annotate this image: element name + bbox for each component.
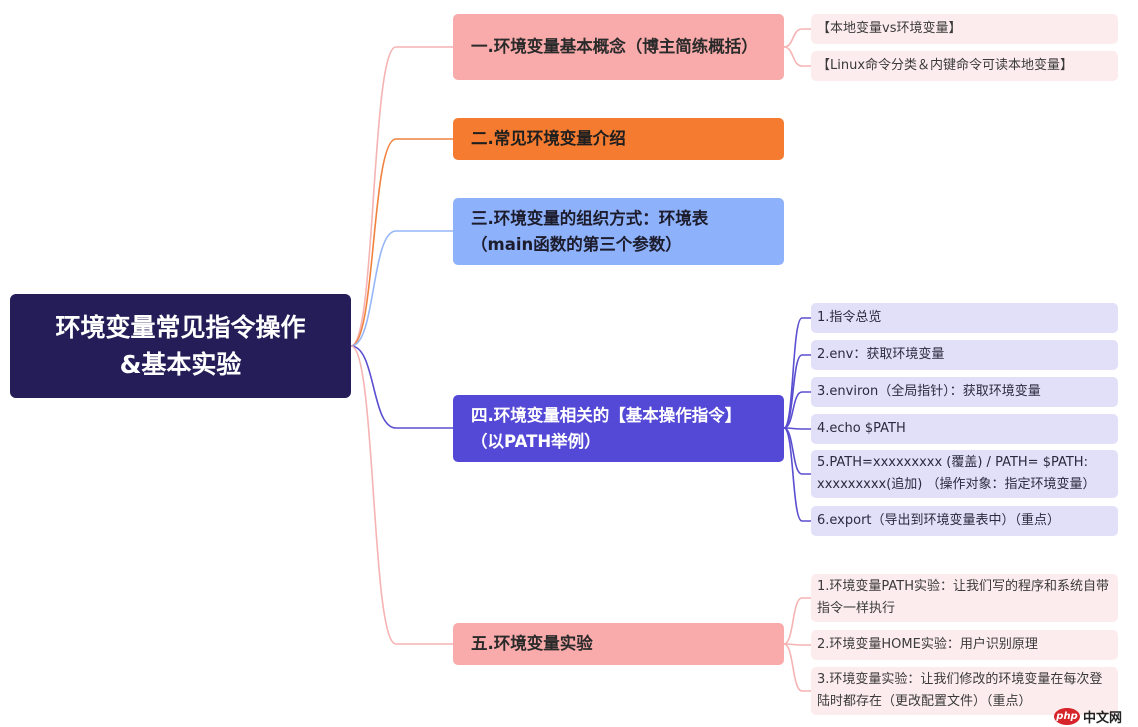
- branch-label: 五.环境变量实验: [471, 634, 593, 653]
- root-node[interactable]: 环境变量常见指令操作 &基本实验: [10, 294, 351, 398]
- leaf-label: 【Linux命令分类＆内键命令可读本地变量】: [817, 58, 1074, 73]
- branch-label: 一.环境变量基本概念（博主简练概括）: [471, 37, 758, 56]
- branch-leaf-connector: [783, 354, 811, 429]
- branch-leaf-connector: [783, 28, 811, 48]
- leaf-node[interactable]: 5.PATH=xxxxxxxxx (覆盖) / PATH= $PATH: xxx…: [811, 450, 1118, 498]
- leaf-node[interactable]: 2.环境变量HOME实验：用户识别原理: [811, 630, 1118, 660]
- watermark-text: 中文网: [1083, 711, 1123, 726]
- watermark: php 中文网: [1054, 707, 1122, 726]
- root-branch-connector: [350, 138, 453, 347]
- branch-leaf-connector: [783, 643, 811, 692]
- leaf-node[interactable]: 【Linux命令分类＆内键命令可读本地变量】: [811, 51, 1118, 81]
- leaf-node[interactable]: 1.环境变量PATH实验：让我们写的程序和系统自带指令一样执行: [811, 574, 1118, 622]
- leaf-label: 5.PATH=xxxxxxxxx (覆盖) / PATH= $PATH: xxx…: [817, 455, 1096, 492]
- leaf-label: 2.环境变量HOME实验：用户识别原理: [817, 637, 1038, 652]
- leaf-label: 3.environ（全局指针）：获取环境变量: [817, 384, 1041, 399]
- leaf-label: 4.echo $PATH: [817, 421, 906, 436]
- leaf-label: 1.环境变量PATH实验：让我们写的程序和系统自带指令一样执行: [817, 579, 1110, 616]
- branch-node-4[interactable]: 四.环境变量相关的【基本操作指令】（以PATH举例）: [453, 395, 784, 462]
- leaf-node[interactable]: 【本地变量vs环境变量】: [811, 14, 1118, 44]
- php-logo-icon: php: [1054, 708, 1080, 725]
- leaf-label: 【本地变量vs环境变量】: [817, 21, 962, 36]
- leaf-node[interactable]: 6.export（导出到环境变量表中）（重点）: [811, 506, 1118, 536]
- leaf-node[interactable]: 4.echo $PATH: [811, 414, 1118, 444]
- leaf-node[interactable]: 3.环境变量实验：让我们修改的环境变量在每次登陆时都存在（更改配置文件）（重点）: [811, 667, 1118, 715]
- leaf-label: 6.export（导出到环境变量表中）（重点）: [817, 513, 1061, 528]
- root-branch-connector: [350, 345, 453, 645]
- branch-node-2[interactable]: 二.常见环境变量介绍: [453, 118, 784, 160]
- branch-label: 二.常见环境变量介绍: [471, 129, 626, 148]
- root-branch-connector: [350, 230, 453, 347]
- root-title: 环境变量常见指令操作 &基本实验: [55, 313, 306, 379]
- branch-node-1[interactable]: 一.环境变量基本概念（博主简练概括）: [453, 14, 784, 80]
- branch-leaf-connector: [783, 317, 811, 429]
- branch-leaf-connector: [783, 391, 811, 429]
- branch-label: 四.环境变量相关的【基本操作指令】（以PATH举例）: [471, 405, 742, 451]
- branch-leaf-connector: [783, 643, 811, 646]
- leaf-node[interactable]: 1.指令总览: [811, 303, 1118, 333]
- leaf-label: 2.env：获取环境变量: [817, 347, 945, 362]
- leaf-node[interactable]: 3.environ（全局指针）：获取环境变量: [811, 377, 1118, 407]
- branch-leaf-connector: [783, 427, 811, 522]
- leaf-node[interactable]: 2.env：获取环境变量: [811, 340, 1118, 370]
- branch-leaf-connector: [783, 427, 811, 430]
- root-branch-connector: [350, 345, 453, 429]
- leaf-label: 1.指令总览: [817, 310, 882, 325]
- branch-label: 三.环境变量的组织方式：环境表（main函数的第三个参数）: [471, 208, 709, 254]
- leaf-label: 3.环境变量实验：让我们修改的环境变量在每次登陆时都存在（更改配置文件）（重点）: [817, 672, 1103, 709]
- branch-leaf-connector: [783, 597, 811, 645]
- branch-node-3[interactable]: 三.环境变量的组织方式：环境表（main函数的第三个参数）: [453, 198, 784, 265]
- branch-node-5[interactable]: 五.环境变量实验: [453, 623, 784, 665]
- branch-leaf-connector: [783, 46, 811, 67]
- root-branch-connector: [350, 46, 453, 347]
